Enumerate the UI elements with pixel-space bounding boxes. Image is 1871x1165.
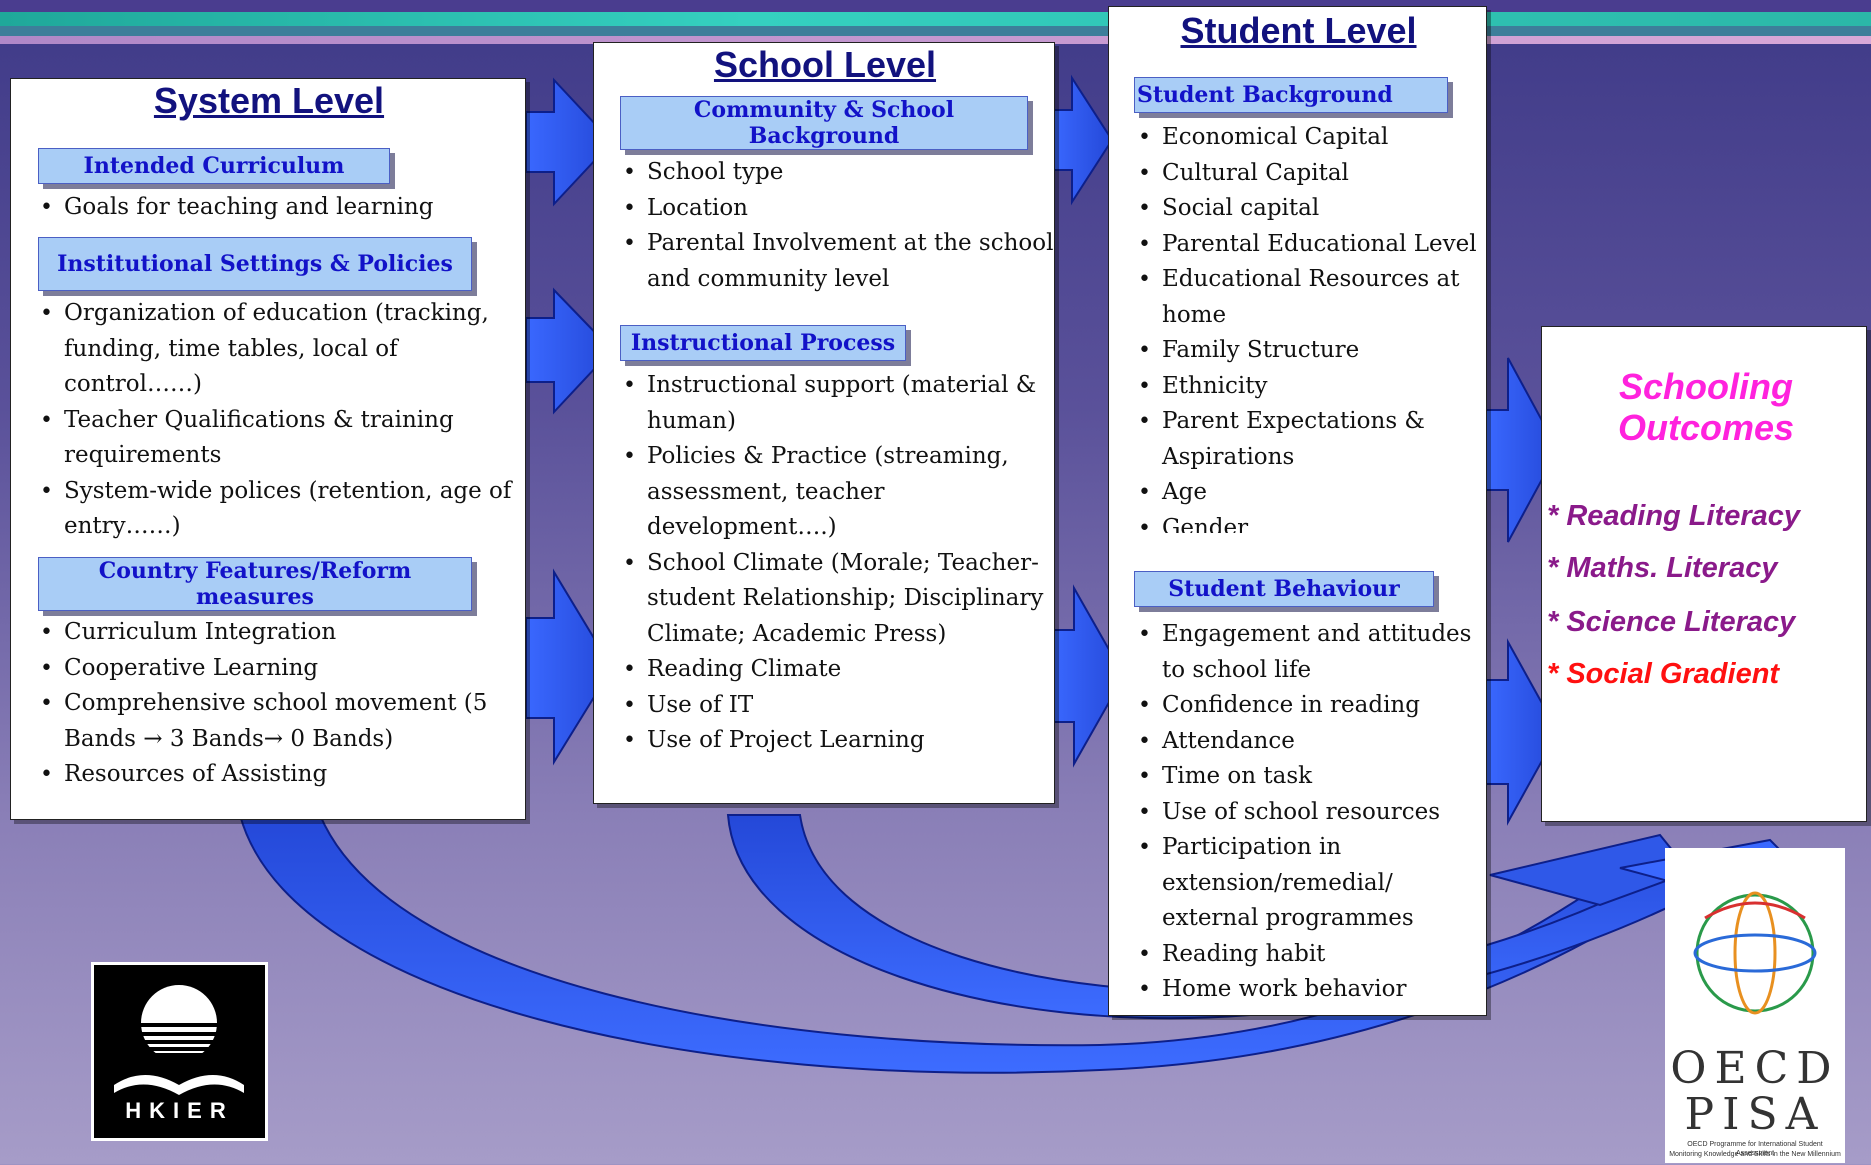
list-item: Cultural Capital [1134,156,1490,192]
pisa-caption-1: OECD Programme for International Student… [1687,1141,1823,1157]
section-intended-curriculum: Intended Curriculum [38,148,390,184]
list-item: Policies & Practice (streaming, assessme… [619,439,1059,546]
oecd-pisa-logo: OECD PISA OECD Programme for Internation… [1665,848,1845,1163]
list-item: System-wide polices (retention, age of e… [36,474,526,545]
list-item: Reading habit [1134,937,1490,973]
section-institutional-settings: Institutional Settings & Policies [38,237,472,291]
section-student-background: Student Background [1134,77,1448,113]
list-item: Use of school resources [1134,795,1490,831]
list-item: Age [1134,475,1490,511]
list-item: Family Structure [1134,333,1490,369]
list-item: Use of Project Learning [619,723,1059,759]
list-item: Cooperative Learning [36,651,526,687]
list-item: Parental Educational Level [1134,227,1490,263]
list-community-school-background: School type Location Parental Involvemen… [619,155,1059,297]
list-item: Confidence in reading [1134,688,1490,724]
outcome-reading-literacy: * Reading Literacy [1547,500,1801,532]
section-instructional-process: Instructional Process [620,325,906,361]
list-item: Social capital [1134,191,1490,227]
outcome-social-gradient: * Social Gradient [1547,658,1780,690]
section-student-behaviour: Student Behaviour [1134,571,1434,607]
system-level-title: System Level [153,80,385,121]
school-level-title: School Level [713,44,937,85]
pisa-caption-2: Monitoring Knowledge and Skills in the N… [1669,1151,1841,1158]
pisa-oecd-word: OECD [1670,1043,1840,1094]
list-institutional-settings: Organization of education (tracking, fun… [36,296,526,545]
outcome-science-literacy: * Science Literacy [1547,606,1796,638]
list-item: Ethnicity [1134,369,1490,405]
header-stripe-pink [0,36,1871,44]
list-item: Resources of Assisting [36,757,526,793]
list-item: Location [619,191,1059,227]
list-item: Engagement and attitudes to school life [1134,617,1490,688]
list-item: Curriculum Integration [36,615,526,651]
list-item: Teacher Qualifications & training requir… [36,403,526,474]
schooling-outcomes-box [1541,326,1867,822]
list-instructional-process: Instructional support (material & human)… [619,368,1059,759]
list-item: School Climate (Morale; Teacher-student … [619,546,1059,653]
hkier-emblem-icon [114,985,244,1095]
hkier-logo-text: HKIER [125,1098,234,1123]
arrow-system-school-mid [525,287,614,415]
list-intended-curriculum: Goals for teaching and learning [36,190,526,226]
globe-icon [1693,891,1817,1015]
arrow-school-student-top [1051,74,1114,206]
list-student-background: Economical Capital Cultural Capital Soci… [1134,120,1490,533]
header-stripe-dark [0,26,1871,36]
outcome-maths-literacy: * Maths. Literacy [1547,552,1778,584]
arrow-system-school-bottom [525,568,614,766]
list-item: Parental Involvement at the school and c… [619,226,1059,297]
list-item: Use of IT [619,688,1059,724]
student-level-title: Student Level [1180,10,1417,51]
list-item: Gender [1134,511,1490,533]
list-item: Economical Capital [1134,120,1490,156]
arrow-system-school-top [525,77,614,207]
list-item: Home work behavior [1134,972,1490,1008]
list-item: Instructional support (material & human) [619,368,1059,439]
list-item: Participation in extension/remedial/ ext… [1134,830,1490,937]
list-item: Attendance [1134,724,1490,760]
list-country-features: Curriculum Integration Cooperative Learn… [36,615,526,793]
list-student-behaviour: Engagement and attitudes to school life … [1134,617,1490,1008]
list-item: Comprehensive school movement (5 Bands →… [36,686,526,757]
hkier-logo: HKIER [91,962,268,1141]
schooling-outcomes-title: Schooling Outcomes [1617,366,1795,448]
section-community-school-background: Community & School Background [620,96,1028,150]
pisa-word: PISA [1684,1089,1826,1140]
list-item: Goals for teaching and learning [36,190,526,226]
list-item: Educational Resources at home [1134,262,1490,333]
list-item: Time on task [1134,759,1490,795]
list-item: School type [619,155,1059,191]
list-item: Parent Expectations & Aspirations [1134,404,1490,475]
list-item: Reading Climate [619,652,1059,688]
section-country-features: Country Features/Reform measures [38,557,472,611]
list-item: Organization of education (tracking, fun… [36,296,526,403]
